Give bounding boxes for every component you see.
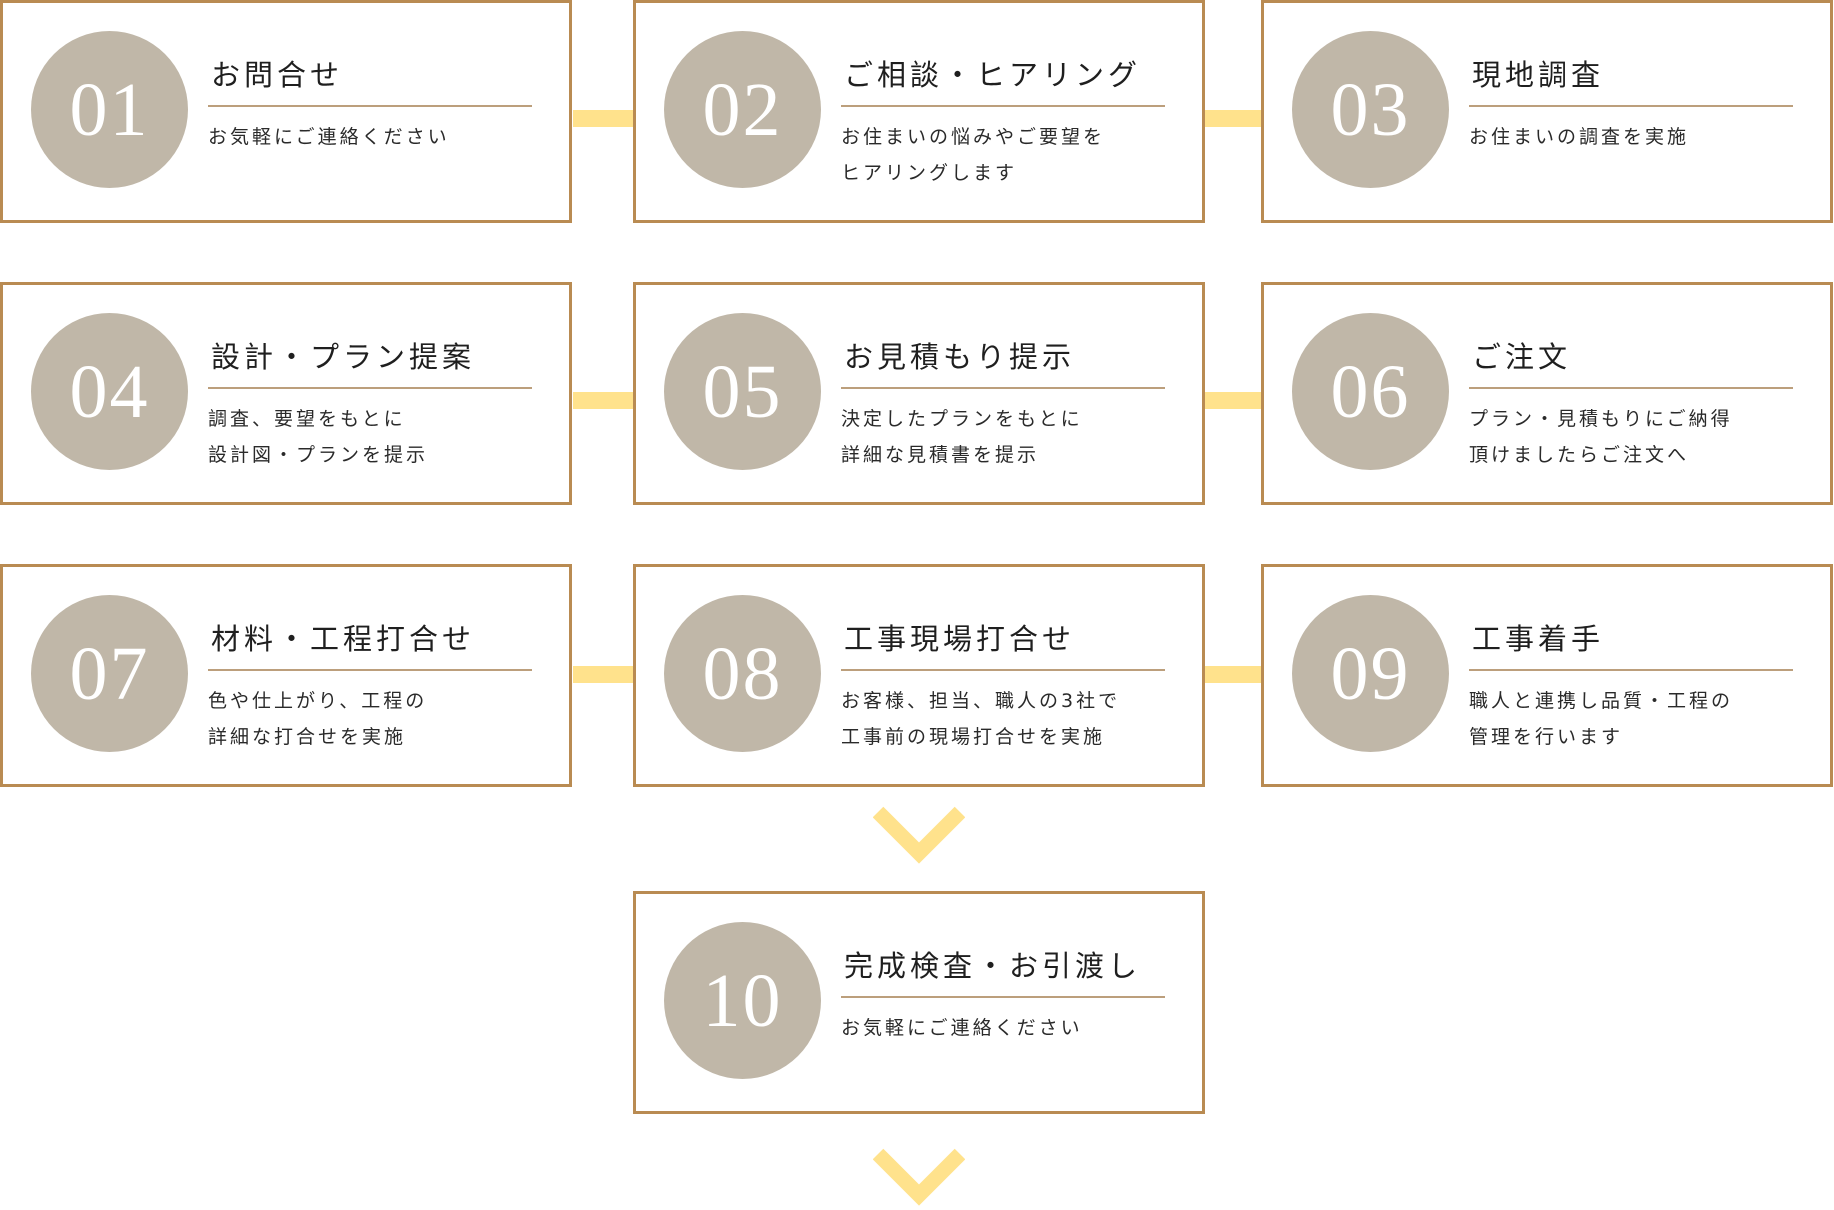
- description-line: 職人と連携し品質・工程の: [1469, 690, 1734, 712]
- step-content: 現地調査 お住まいの調査を実施: [1469, 55, 1793, 155]
- step-description: お客様、担当、職人の3社で 工事前の現場打合せを実施: [841, 683, 1165, 755]
- description-line: ヒアリングします: [841, 162, 1018, 184]
- step-description: 職人と連携し品質・工程の 管理を行います: [1469, 683, 1793, 755]
- step-description: 決定したプランをもとに 詳細な見積書を提示: [841, 401, 1165, 473]
- step-number-badge: 03: [1292, 31, 1449, 188]
- step-number-badge: 07: [31, 595, 188, 752]
- step-number: 10: [702, 958, 783, 1043]
- step-number-badge: 10: [664, 922, 821, 1079]
- step-title: お見積もり提示: [844, 340, 1076, 374]
- step-number: 07: [69, 631, 150, 716]
- step-number: 01: [69, 67, 150, 152]
- step-content: ご注文 プラン・見積もりにご納得 頂けましたらご注文へ: [1469, 337, 1793, 473]
- step-content: 設計・プラン提案 調査、要望をもとに 設計図・プランを提示: [208, 337, 532, 473]
- connector-01-02: [573, 110, 633, 127]
- step-title: 材料・工程打合せ: [211, 622, 476, 656]
- description-line: 詳細な見積書を提示: [841, 444, 1040, 466]
- step-number: 08: [702, 631, 783, 716]
- title-divider: [841, 387, 1165, 389]
- description-line: お気軽にご連絡ください: [208, 126, 450, 148]
- step-content: 完成検査・お引渡し お気軽にご連絡ください: [841, 946, 1165, 1046]
- step-card-03: 03 現地調査 お住まいの調査を実施: [1261, 0, 1833, 223]
- connector-08-09: [1205, 666, 1261, 683]
- description-line: 決定したプランをもとに: [841, 408, 1083, 430]
- description-line: プラン・見積もりにご納得: [1469, 408, 1733, 430]
- connector-07-08: [573, 666, 633, 683]
- step-description: お気軽にご連絡ください: [208, 119, 532, 155]
- step-card-01: 01 お問合せ お気軽にご連絡ください: [0, 0, 572, 223]
- step-content: 工事着手 職人と連携し品質・工程の 管理を行います: [1469, 619, 1793, 755]
- step-title: 現地調査: [1472, 58, 1605, 92]
- step-content: お問合せ お気軽にご連絡ください: [208, 55, 532, 155]
- step-card-07: 07 材料・工程打合せ 色や仕上がり、工程の 詳細な打合せを実施: [0, 564, 572, 787]
- step-card-04: 04 設計・プラン提案 調査、要望をもとに 設計図・プランを提示: [0, 282, 572, 505]
- step-card-05: 05 お見積もり提示 決定したプランをもとに 詳細な見積書を提示: [633, 282, 1205, 505]
- step-content: 工事現場打合せ お客様、担当、職人の3社で 工事前の現場打合せを実施: [841, 619, 1165, 755]
- step-number-badge: 09: [1292, 595, 1449, 752]
- step-card-10: 10 完成検査・お引渡し お気軽にご連絡ください: [633, 891, 1205, 1114]
- title-divider: [1469, 669, 1793, 671]
- step-number-badge: 05: [664, 313, 821, 470]
- step-number: 03: [1330, 67, 1411, 152]
- step-card-08: 08 工事現場打合せ お客様、担当、職人の3社で 工事前の現場打合せを実施: [633, 564, 1205, 787]
- title-divider: [841, 105, 1165, 107]
- chevron-down-icon: [873, 806, 965, 868]
- description-line: お客様、担当、職人の3社で: [841, 690, 1121, 712]
- step-description: お住まいの悩みやご要望を ヒアリングします: [841, 119, 1165, 191]
- step-title: 工事現場打合せ: [844, 622, 1076, 656]
- step-content: お見積もり提示 決定したプランをもとに 詳細な見積書を提示: [841, 337, 1165, 473]
- step-number-badge: 04: [31, 313, 188, 470]
- step-title: 設計・プラン提案: [211, 340, 476, 374]
- step-title: 工事着手: [1472, 622, 1605, 656]
- step-number: 05: [702, 349, 783, 434]
- step-title: 完成検査・お引渡し: [844, 949, 1142, 983]
- step-description: お気軽にご連絡ください: [841, 1010, 1165, 1046]
- chevron-down-icon: [873, 1148, 965, 1210]
- connector-05-06: [1205, 392, 1261, 409]
- description-line: 色や仕上がり、工程の: [208, 690, 428, 712]
- step-number: 09: [1330, 631, 1411, 716]
- title-divider: [841, 669, 1165, 671]
- title-divider: [208, 105, 532, 107]
- step-description: 調査、要望をもとに 設計図・プランを提示: [208, 401, 532, 473]
- description-line: 工事前の現場打合せを実施: [841, 726, 1106, 748]
- step-number-badge: 08: [664, 595, 821, 752]
- title-divider: [841, 996, 1165, 998]
- step-content: 材料・工程打合せ 色や仕上がり、工程の 詳細な打合せを実施: [208, 619, 532, 755]
- step-title: ご注文: [1472, 340, 1572, 374]
- step-number: 02: [702, 67, 783, 152]
- step-card-09: 09 工事着手 職人と連携し品質・工程の 管理を行います: [1261, 564, 1833, 787]
- title-divider: [1469, 105, 1793, 107]
- step-title: ご相談・ヒアリング: [844, 58, 1142, 92]
- description-line: 管理を行います: [1469, 726, 1624, 748]
- step-number-badge: 02: [664, 31, 821, 188]
- step-number: 04: [69, 349, 150, 434]
- step-card-02: 02 ご相談・ヒアリング お住まいの悩みやご要望を ヒアリングします: [633, 0, 1205, 223]
- description-line: お気軽にご連絡ください: [841, 1017, 1083, 1039]
- description-line: お住まいの悩みやご要望を: [841, 126, 1106, 148]
- description-line: お住まいの調査を実施: [1469, 126, 1690, 148]
- step-description: お住まいの調査を実施: [1469, 119, 1793, 155]
- connector-02-03: [1205, 110, 1261, 127]
- connector-04-05: [573, 392, 633, 409]
- step-description: 色や仕上がり、工程の 詳細な打合せを実施: [208, 683, 532, 755]
- step-number-badge: 01: [31, 31, 188, 188]
- step-title: お問合せ: [211, 58, 344, 92]
- title-divider: [1469, 387, 1793, 389]
- step-number-badge: 06: [1292, 313, 1449, 470]
- step-description: プラン・見積もりにご納得 頂けましたらご注文へ: [1469, 401, 1793, 473]
- title-divider: [208, 387, 532, 389]
- description-line: 詳細な打合せを実施: [208, 726, 407, 748]
- step-content: ご相談・ヒアリング お住まいの悩みやご要望を ヒアリングします: [841, 55, 1165, 191]
- description-line: 調査、要望をもとに: [208, 408, 406, 430]
- description-line: 頂けましたらご注文へ: [1469, 444, 1690, 466]
- description-line: 設計図・プランを提示: [208, 444, 429, 466]
- step-card-06: 06 ご注文 プラン・見積もりにご納得 頂けましたらご注文へ: [1261, 282, 1833, 505]
- step-number: 06: [1330, 349, 1411, 434]
- title-divider: [208, 669, 532, 671]
